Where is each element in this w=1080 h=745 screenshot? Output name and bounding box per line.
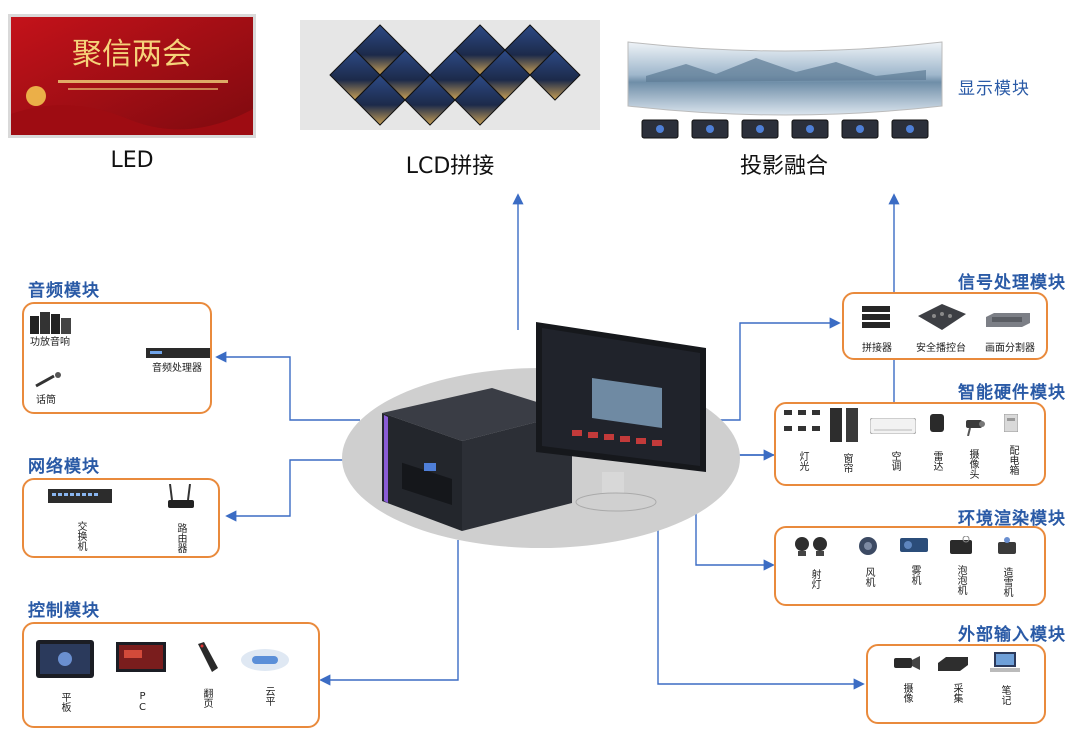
signal-module-title: 信号处理模块 — [958, 273, 1066, 293]
signal-item-splicer: 拼接器 — [862, 343, 892, 354]
environment-item-blower: 风机 — [863, 567, 874, 587]
router-icon — [166, 483, 196, 514]
network-item-router: 路由器 — [175, 523, 186, 553]
smart-hw-item-light: 灯光 — [797, 451, 808, 471]
environment-item-fog-machine: 雾机 — [909, 565, 920, 585]
presenter-remote-icon — [194, 642, 220, 676]
capture-box-icon — [938, 656, 968, 675]
pc-monitor-icon — [116, 642, 166, 680]
signal-item-console: 安全播控台 — [916, 343, 966, 354]
radar-icon — [930, 414, 944, 436]
screen-splitter-icon — [986, 312, 1030, 331]
lcd-splice-image — [300, 20, 600, 130]
smart-hw-item-camera: 摄像头 — [967, 449, 978, 479]
network-module-title: 网络模块 — [28, 457, 100, 477]
lcd-caption: LCD拼接 — [405, 154, 495, 179]
cloud-platform-icon — [240, 646, 290, 676]
broadcast-console-icon — [918, 302, 966, 336]
bubble-machine-icon — [950, 535, 972, 558]
smart-hw-item-curtain: 窗帘 — [841, 453, 852, 473]
smart-hw-module-box — [774, 402, 1046, 486]
led-banner-text: 聚信两会 — [72, 37, 192, 72]
smart-hw-item-ac: 空调 — [889, 451, 900, 471]
external-item-notebook: 笔记 — [999, 685, 1010, 705]
audio-item-processor: 音频处理器 — [152, 363, 202, 374]
control-item-tablet: 平板 — [59, 692, 70, 712]
blower-icon — [856, 536, 880, 560]
camera-icon — [962, 416, 986, 440]
tablet-icon — [36, 640, 94, 682]
switch-icon — [48, 488, 112, 507]
smart-hw-item-radar: 雷达 — [931, 451, 942, 471]
control-item-pager: 翻页 — [201, 688, 212, 708]
snow-machine-icon — [996, 536, 1018, 560]
environment-module-title: 环境渲染模块 — [958, 509, 1066, 529]
audio-item-microphone: 话筒 — [36, 395, 56, 406]
display-module-title: 显示模块 — [958, 79, 1030, 99]
environment-item-snow-machine: 造雪机 — [1001, 567, 1012, 597]
speaker-icon — [30, 312, 72, 338]
network-item-switch: 交换机 — [75, 521, 86, 551]
smart-hw-module-title: 智能硬件模块 — [958, 383, 1066, 403]
audio-item-amp-speaker: 功放音响 — [30, 337, 70, 348]
control-item-pc: PC — [137, 691, 148, 713]
splicer-icon — [862, 306, 890, 332]
external-item-camera: 摄像 — [901, 683, 912, 703]
audio-module-title: 音频模块 — [28, 281, 100, 301]
distribution-box-icon — [1003, 413, 1019, 436]
environment-item-bubble-machine: 泡泡机 — [955, 565, 966, 595]
control-item-cloud: 云平 — [263, 686, 274, 706]
smart-hw-item-distribution-box: 配电箱 — [1007, 445, 1018, 475]
external-module-title: 外部输入模块 — [958, 625, 1066, 645]
laptop-icon — [990, 652, 1020, 678]
fog-machine-icon — [900, 536, 928, 558]
led-caption: LED — [110, 148, 154, 173]
projection-image — [626, 36, 944, 148]
air-conditioner-icon — [869, 417, 917, 438]
control-monitor — [532, 318, 710, 514]
light-icon — [784, 410, 820, 442]
projection-caption: 投影融合 — [739, 154, 828, 179]
signal-item-splitter: 画面分割器 — [985, 343, 1035, 354]
led-screen-image: 聚信两会 — [8, 14, 256, 138]
environment-item-spotlight: 射灯 — [809, 569, 820, 589]
spotlight-icon — [794, 536, 830, 560]
control-module-title: 控制模块 — [28, 601, 100, 621]
video-camera-icon — [890, 654, 920, 676]
external-item-capture: 采集 — [951, 683, 962, 703]
microphone-icon — [34, 372, 64, 392]
curtain-icon — [830, 408, 858, 446]
audio-processor-icon — [146, 343, 210, 362]
